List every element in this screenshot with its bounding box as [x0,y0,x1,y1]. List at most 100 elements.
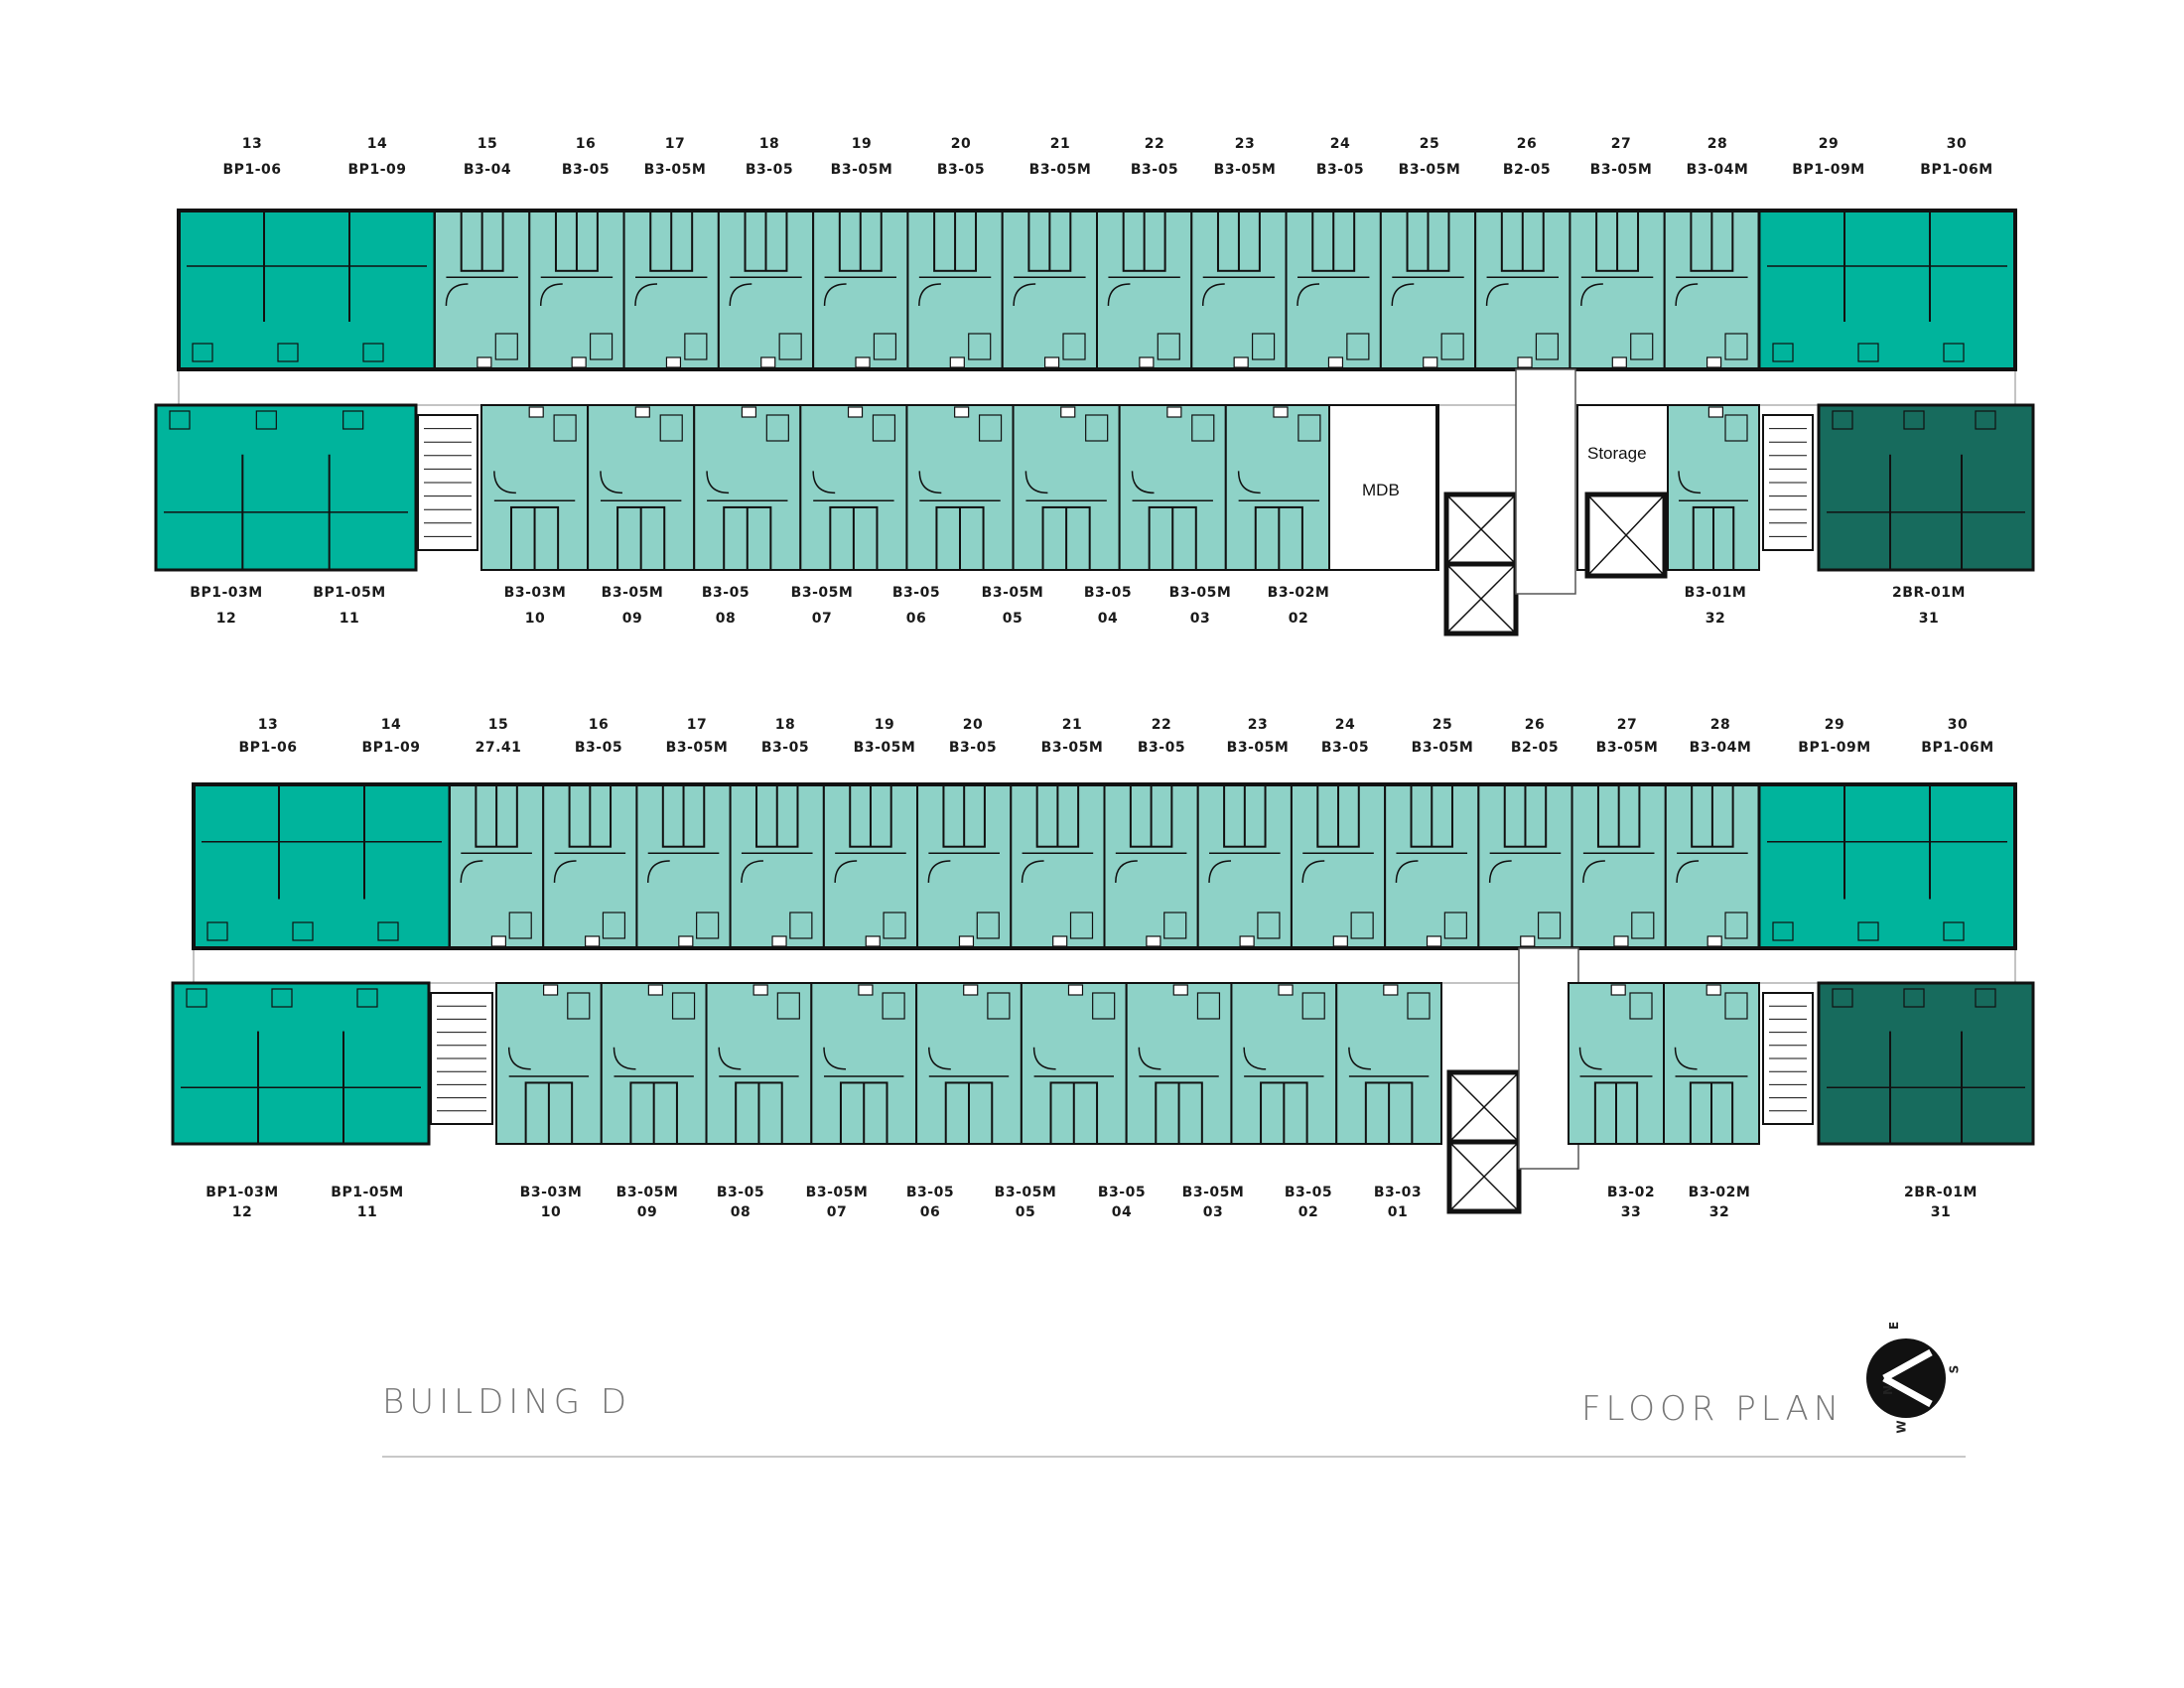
unit-number: 13 [241,136,263,152]
unit-type: B3-05 [1097,1185,1147,1200]
unit-type: B2-05 [1510,740,1560,756]
unit-number: 25 [1432,717,1453,733]
unit-type: B3-05 [905,1185,955,1200]
unit-number: 04 [1097,611,1119,627]
unit-type: B3-05 [701,585,751,601]
unit-type: B3-05M [1589,162,1653,178]
unit-number: 02 [1288,611,1309,627]
unit-number: 29 [1818,136,1840,152]
unit-top-left-1br [192,782,452,950]
unit-number: 05 [1015,1204,1036,1220]
unit-number: 26 [1524,717,1546,733]
unit-type: B3-05 [716,1185,765,1200]
unit-type: 2BR-01M [1904,1185,1978,1200]
unit-top-right-1br [1757,209,2017,371]
unit-number: 16 [575,136,597,152]
unit-type: B3-05M [1028,162,1092,178]
unit-number: 17 [686,717,708,733]
unit-type: B3-05 [745,162,794,178]
lower-floor-plan [171,782,2035,1214]
unit-type: B3-04 [463,162,512,178]
unit-type: BP1-06M [1920,162,1993,178]
unit-type: B3-05 [561,162,611,178]
unit-type: BP1-09M [1798,740,1871,756]
unit-type: B3-05 [574,740,623,756]
unit-type: B3-05M [790,585,854,601]
unit-top-right-1br [1757,782,2017,950]
unit-number: 22 [1151,717,1172,733]
compass-east-label: E [1887,1321,1902,1331]
compass-south-label: S [1947,1364,1962,1374]
unit-type: B3-05 [760,740,810,756]
unit-number: 27 [1610,136,1632,152]
unit-number: 32 [1708,1204,1730,1220]
unit-number: 24 [1334,717,1356,733]
unit-number: 12 [231,1204,253,1220]
unit-type: B3-05 [936,162,986,178]
unit-number: 06 [919,1204,941,1220]
unit-type: B3-05M [1168,585,1232,601]
unit-type: B3-05M [805,1185,869,1200]
unit-bottom-left-1br [171,981,431,1146]
unit-top-left-1br [177,209,437,371]
unit-number: 07 [826,1204,848,1220]
unit-type: B3-05M [994,1185,1057,1200]
unit-number: 19 [851,136,873,152]
unit-number: 30 [1947,717,1969,733]
unit-number: 10 [524,611,546,627]
unit-number: 08 [715,611,737,627]
unit-number: 20 [950,136,972,152]
unit-type: B3-05M [665,740,729,756]
unit-type: B3-05M [1398,162,1461,178]
unit-type: B3-05M [830,162,893,178]
unit-number: 22 [1144,136,1165,152]
unit-number: 33 [1620,1204,1642,1220]
unit-number: 08 [730,1204,751,1220]
unit-type: B3-05M [615,1185,679,1200]
unit-number: 12 [215,611,237,627]
unit-number: 26 [1516,136,1538,152]
unit-number: 09 [621,611,643,627]
unit-number: 21 [1049,136,1071,152]
unit-number: 17 [664,136,686,152]
unit-number: 30 [1946,136,1968,152]
unit-number: 20 [962,717,984,733]
unit-type: BP1-06M [1921,740,1994,756]
unit-number: 28 [1706,136,1728,152]
unit-number: 31 [1930,1204,1952,1220]
unit-type: B3-02M [1267,585,1330,601]
unit-type: B3-05M [1411,740,1474,756]
unit-number: 15 [477,136,498,152]
unit-type: B3-01M [1684,585,1747,601]
unit-number: 01 [1387,1204,1409,1220]
unit-number: 06 [905,611,927,627]
unit-2br [1817,981,2035,1146]
unit-type: B3-03M [519,1185,583,1200]
unit-type: B3-05 [1284,1185,1333,1200]
unit-type: B3-05M [1226,740,1290,756]
unit-type: B2-05 [1502,162,1552,178]
unit-type: B3-05M [981,585,1044,601]
unit-number: 28 [1709,717,1731,733]
unit-number: 10 [540,1204,562,1220]
unit-type: B3-03M [503,585,567,601]
unit-number: 14 [366,136,388,152]
unit-type: BP1-03M [190,585,263,601]
unit-type: B3-05 [1137,740,1186,756]
unit-number: 32 [1705,611,1726,627]
unit-type: 27.41 [475,740,522,756]
unit-type: B3-05M [1595,740,1659,756]
unit-type: B3-05 [1083,585,1133,601]
unit-number: 23 [1234,136,1256,152]
unit-number: 13 [257,717,279,733]
unit-number: 09 [636,1204,658,1220]
unit-number: 16 [588,717,610,733]
mdb-room-label: MDB [1362,481,1400,499]
unit-number: 02 [1297,1204,1319,1220]
unit-type: BP1-03M [205,1185,279,1200]
unit-type: B3-05M [853,740,916,756]
unit-type: B3-05 [891,585,941,601]
unit-type: B3-04M [1689,740,1752,756]
footer-divider [382,1456,1966,1458]
unit-number: 18 [758,136,780,152]
